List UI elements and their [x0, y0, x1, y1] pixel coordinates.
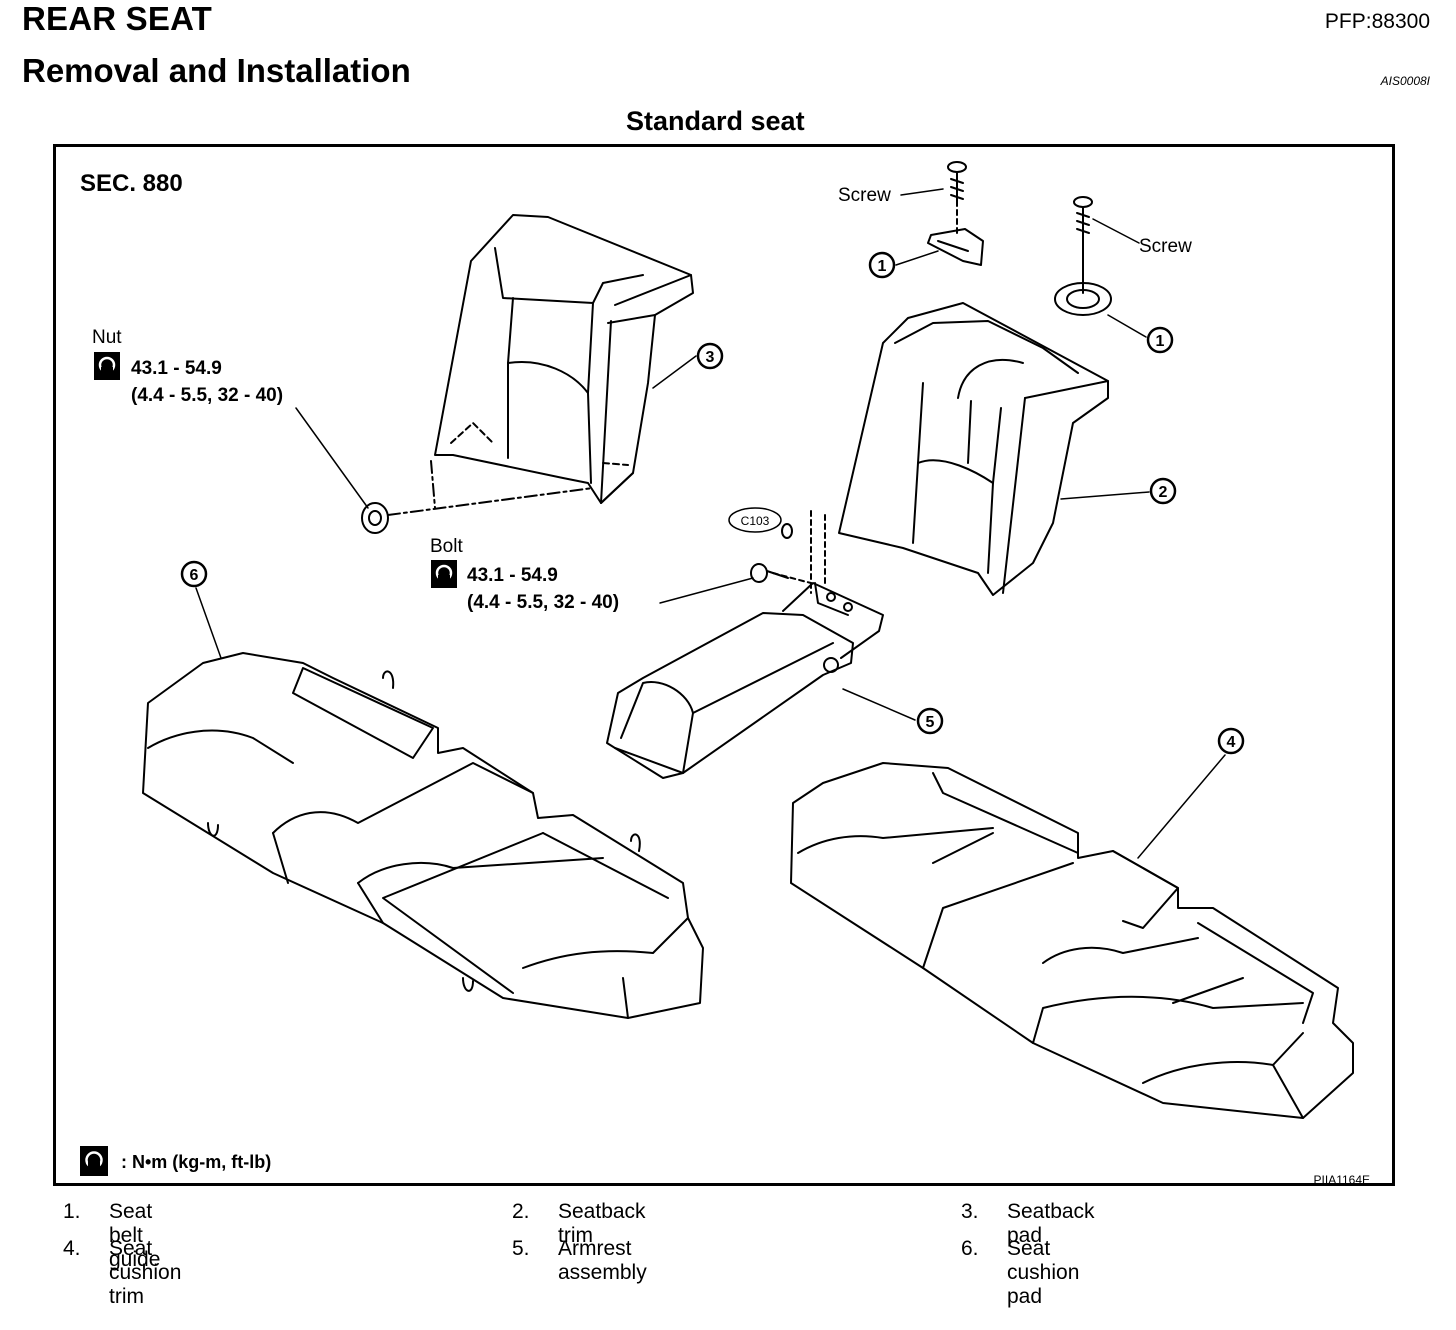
callout-2: 2	[1159, 484, 1168, 501]
nut-label: Nut	[92, 327, 122, 348]
legend-number: 2.	[512, 1200, 530, 1223]
seatback-trim-drawing	[838, 302, 1109, 596]
torque-units-legend: : N•m (kg-m, ft-lb)	[121, 1152, 271, 1172]
callout-1: 1	[878, 258, 887, 275]
legend-number: 6.	[961, 1237, 979, 1260]
reference-code: AIS0008I	[1380, 74, 1430, 88]
part-family-code: PFP:88300	[1324, 10, 1430, 33]
seatback-pad-drawing	[434, 214, 694, 504]
torque-wrench-icon	[431, 560, 457, 588]
nut-drawing	[361, 460, 594, 534]
legend-text: Seat belt guide	[109, 1200, 161, 1271]
callout-5: 5	[926, 714, 935, 731]
bolt-label: Bolt	[430, 536, 463, 557]
armrest-assembly-drawing	[606, 510, 884, 779]
legend-text: Seatback trim	[558, 1200, 646, 1247]
callout-4: 4	[1227, 734, 1236, 751]
exploded-diagram: SEC. 880 Screw Screw Nut 43.1 - 54.9 (4.…	[53, 144, 1395, 1187]
diagram-canvas: SEC. 880 Screw Screw Nut 43.1 - 54.9 (4.…	[80, 161, 1370, 1187]
screw-label: Screw	[1139, 236, 1192, 257]
bolt-torque-alt: (4.4 - 5.5, 32 - 40)	[467, 592, 619, 613]
nut-torque-alt: (4.4 - 5.5, 32 - 40)	[131, 385, 283, 406]
torque-wrench-icon	[80, 1146, 108, 1176]
page-title: REAR SEAT	[22, 0, 213, 37]
seat-cushion-pad-drawing	[142, 652, 704, 1019]
section-number: SEC. 880	[80, 170, 183, 197]
legend-number: 4.	[63, 1237, 81, 1260]
seat-cushion-trim-drawing	[790, 762, 1354, 1119]
section-subtitle: Removal and Installation	[22, 52, 411, 89]
legend-text: Seat cushion pad	[1007, 1237, 1080, 1308]
torque-wrench-icon	[94, 352, 120, 380]
screw-label: Screw	[838, 185, 891, 206]
legend-text: Armrest assembly	[558, 1237, 647, 1284]
figure-caption: Standard seat	[626, 106, 805, 136]
legend-text: Seatback pad	[1007, 1200, 1095, 1247]
legend-number: 1.	[63, 1200, 81, 1223]
bolt-torque-nm: 43.1 - 54.9	[467, 565, 558, 586]
legend-text: Seat cushion trim	[109, 1237, 182, 1308]
legend-number: 3.	[961, 1200, 979, 1223]
figure-code: PIIA1164E	[1314, 1173, 1370, 1187]
clip-code: C103	[741, 514, 770, 528]
seat-belt-guide-drawings	[927, 161, 1112, 316]
callout-3: 3	[706, 349, 715, 366]
callout-6: 6	[190, 567, 199, 584]
callout-1: 1	[1156, 333, 1165, 350]
nut-torque-nm: 43.1 - 54.9	[131, 358, 222, 379]
legend-number: 5.	[512, 1237, 530, 1260]
